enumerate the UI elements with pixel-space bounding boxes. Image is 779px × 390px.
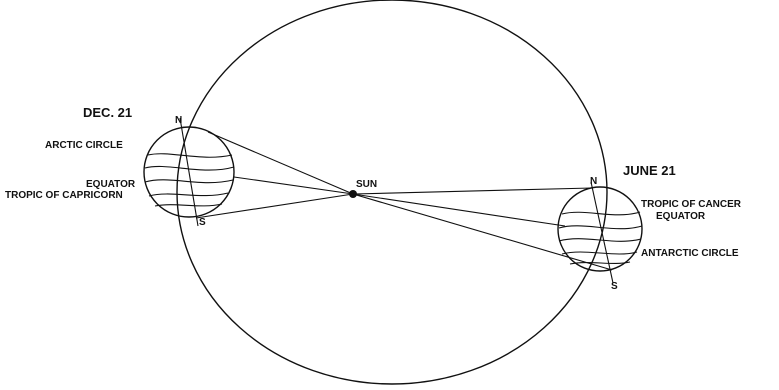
earth-december <box>144 118 234 226</box>
label-s-right: S <box>611 281 618 292</box>
label-s-left: S <box>199 217 206 228</box>
earth-orbit <box>177 0 607 384</box>
label-dec-21: DEC. 21 <box>83 105 132 120</box>
label-equator-left: EQUATOR <box>86 179 136 190</box>
earth-axis-december <box>180 118 198 226</box>
label-tropic-cancer: TROPIC OF CANCER <box>641 199 742 210</box>
label-n-left: N <box>175 115 182 126</box>
label-sun: SUN <box>356 179 377 190</box>
earth-june <box>558 182 642 283</box>
label-n-right: N <box>590 176 597 187</box>
label-tropic-capricorn: TROPIC OF CAPRICORN <box>5 190 123 201</box>
label-equator-right: EQUATOR <box>656 211 706 222</box>
label-june-21: JUNE 21 <box>623 163 676 178</box>
label-antarctic-circle: ANTARCTIC CIRCLE <box>641 248 739 259</box>
earth-axis-june <box>591 182 613 283</box>
label-arctic-circle: ARCTIC CIRCLE <box>45 140 123 151</box>
